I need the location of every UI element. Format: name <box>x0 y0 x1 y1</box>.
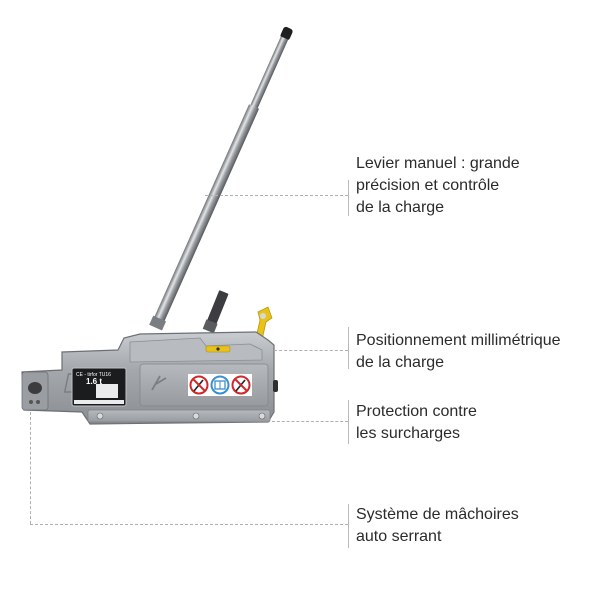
callout-positioning-line-1: Positionnement millimétrique <box>356 332 561 349</box>
callout-overload: Protection contre les surcharges <box>356 401 477 445</box>
callout-positioning-line-2: de la charge <box>356 354 445 371</box>
read-manual-icon <box>210 375 230 395</box>
callout-bar-overload <box>348 400 349 444</box>
callout-lever-line-2: précision et contrôle <box>356 177 500 194</box>
no-lever-icon <box>189 375 209 395</box>
callout-bar-positioning <box>348 327 349 369</box>
callout-lever-line-3: de la charge <box>356 199 445 216</box>
safety-icons <box>188 374 252 396</box>
leader-line-jaws <box>30 524 348 525</box>
leader-line-jaws-vertical <box>30 412 31 524</box>
no-lever-icon-2 <box>231 375 251 395</box>
leader-line-lever <box>205 195 348 196</box>
callout-overload-line-1: Protection contre <box>356 403 477 420</box>
svg-text:1.6 t: 1.6 t <box>86 377 102 386</box>
telescopic-lever <box>149 26 293 331</box>
callout-jaws-line-2: auto serrant <box>356 528 442 545</box>
callout-lever-line-1: Levier manuel : grande <box>356 155 520 172</box>
callout-bar-lever <box>348 180 349 216</box>
callout-lever: Levier manuel : grande précision et cont… <box>356 153 520 219</box>
release-lever <box>255 306 273 341</box>
callout-jaws-line-1: Système de mâchoires <box>356 506 519 523</box>
nameplate: CE - tirfor TU16 1.6 t <box>71 367 127 407</box>
callout-jaws: Système de mâchoires auto serrant <box>356 504 519 548</box>
reverse-handle <box>202 290 229 334</box>
svg-text:CE - tirfor TU16: CE - tirfor TU16 <box>76 372 111 378</box>
callout-positioning: Positionnement millimétrique de la charg… <box>356 330 561 374</box>
callout-overload-line-2: les surcharges <box>356 425 461 442</box>
leader-line-positioning <box>274 350 348 351</box>
leader-line-overload <box>272 421 348 422</box>
callout-bar-jaws <box>348 504 349 548</box>
